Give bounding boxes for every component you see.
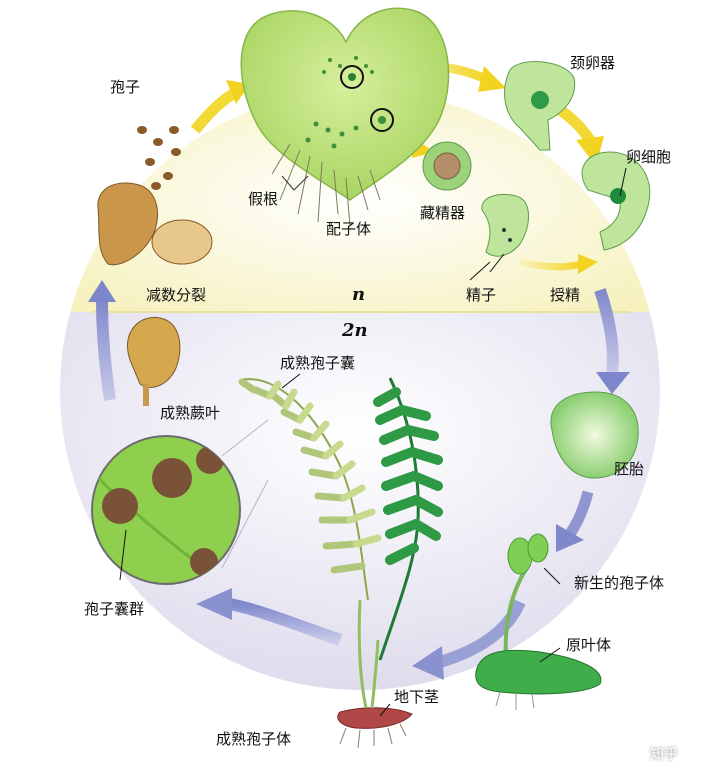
label-archegonium: 颈卵器 [570,54,616,72]
sporangium-capsule-drawing [97,182,213,266]
label-mature-sporophyte: 成熟孢子体 [216,730,292,748]
label-rhizome: 地下茎 [394,688,440,706]
label-sori: 孢子囊群 [84,600,145,618]
mature-sporangium-drawing [127,316,181,406]
label-gametophyte: 配子体 [326,220,372,238]
sperm-drawing [481,194,529,257]
label-mature-frond: 成熟蕨叶 [160,404,221,422]
watermark: 知乎 [650,747,678,763]
prothallus-drawing [475,649,602,710]
label-embryo: 胚胎 [614,460,645,478]
phase-diploid-label: 2n [342,320,368,341]
gametophyte-heart [240,7,450,227]
label-sperm: 精子 [466,286,497,304]
fertile-frond-drawing [238,378,382,601]
sori-magnified-lens [91,435,241,585]
leader-lines [119,167,627,717]
antheridium-drawing [422,141,472,191]
label-spore: 孢子 [110,78,141,96]
label-young-sporophyte: 新生的孢子体 [574,574,665,592]
spores-drawing [137,126,181,190]
young-sporophyte-drawing [503,533,549,661]
label-fertilization: 授精 [550,286,581,304]
phase-haploid-label: n [352,284,366,305]
label-mature-sporangium: 成熟孢子囊 [280,354,356,372]
egg-cell-archegonium-drawing [581,151,651,251]
label-egg-cell: 卵细胞 [626,148,672,166]
label-meiosis: 减数分裂 [146,286,207,304]
sterile-frond-drawing [373,377,443,661]
archegonium-drawing [504,61,576,151]
embryo-drawing [550,391,639,479]
label-rhizoid: 假根 [248,190,279,208]
label-antheridium: 藏精器 [420,204,466,222]
rhizome-drawing [337,599,413,749]
label-prothallus: 原叶体 [566,636,612,654]
